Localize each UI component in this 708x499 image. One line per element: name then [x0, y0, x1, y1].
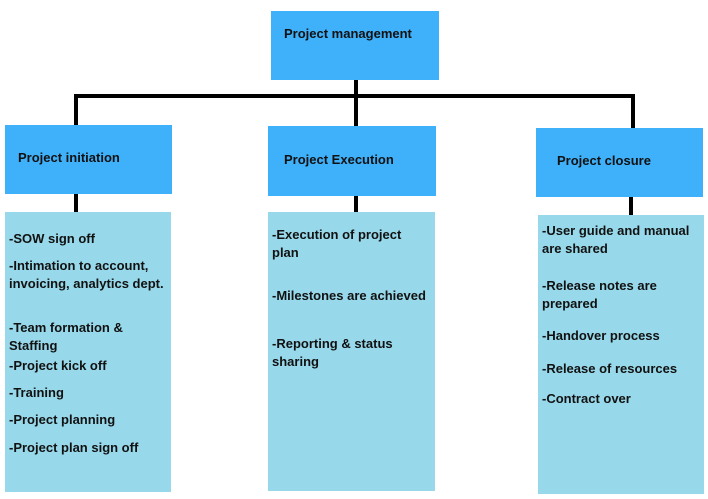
list-item: -User guide and manual are shared — [542, 223, 690, 256]
phase-closure-title: Project closure — [557, 153, 651, 168]
list-item: -Project planning — [9, 412, 116, 427]
list-item: -Project kick off — [9, 358, 107, 373]
list-item: -Training — [9, 385, 64, 400]
list-item: -SOW sign off — [9, 231, 95, 246]
execution-details: -Execution of project plan -Milestones a… — [268, 212, 435, 491]
closure-details: -User guide and manual are shared -Relea… — [538, 215, 704, 494]
list-item: -Reporting & status sharing — [272, 336, 393, 369]
list-item: -Intimation to account, invoicing, analy… — [9, 258, 164, 291]
root-node: Project management — [271, 11, 439, 80]
phase-execution-title: Project Execution — [284, 152, 394, 167]
list-item: -Milestones are achieved — [272, 288, 426, 303]
phase-closure: Project closure — [536, 128, 703, 197]
list-item: -Handover process — [542, 328, 660, 343]
phase-execution: Project Execution — [268, 126, 436, 196]
phase-initiation-title: Project initiation — [18, 150, 120, 165]
root-label: Project management — [284, 26, 412, 41]
list-item: -Team formation & Staffing — [9, 320, 123, 353]
list-item: -Release of resources — [542, 361, 678, 376]
list-item: -Contract over — [542, 391, 631, 406]
list-item: -Release notes are prepared — [542, 278, 657, 311]
list-item: -Execution of project plan — [272, 227, 402, 260]
list-item: -Project plan sign off — [9, 440, 139, 455]
phase-initiation: Project initiation — [5, 125, 172, 194]
initiation-details: -SOW sign off -Intimation to account, in… — [5, 212, 171, 492]
